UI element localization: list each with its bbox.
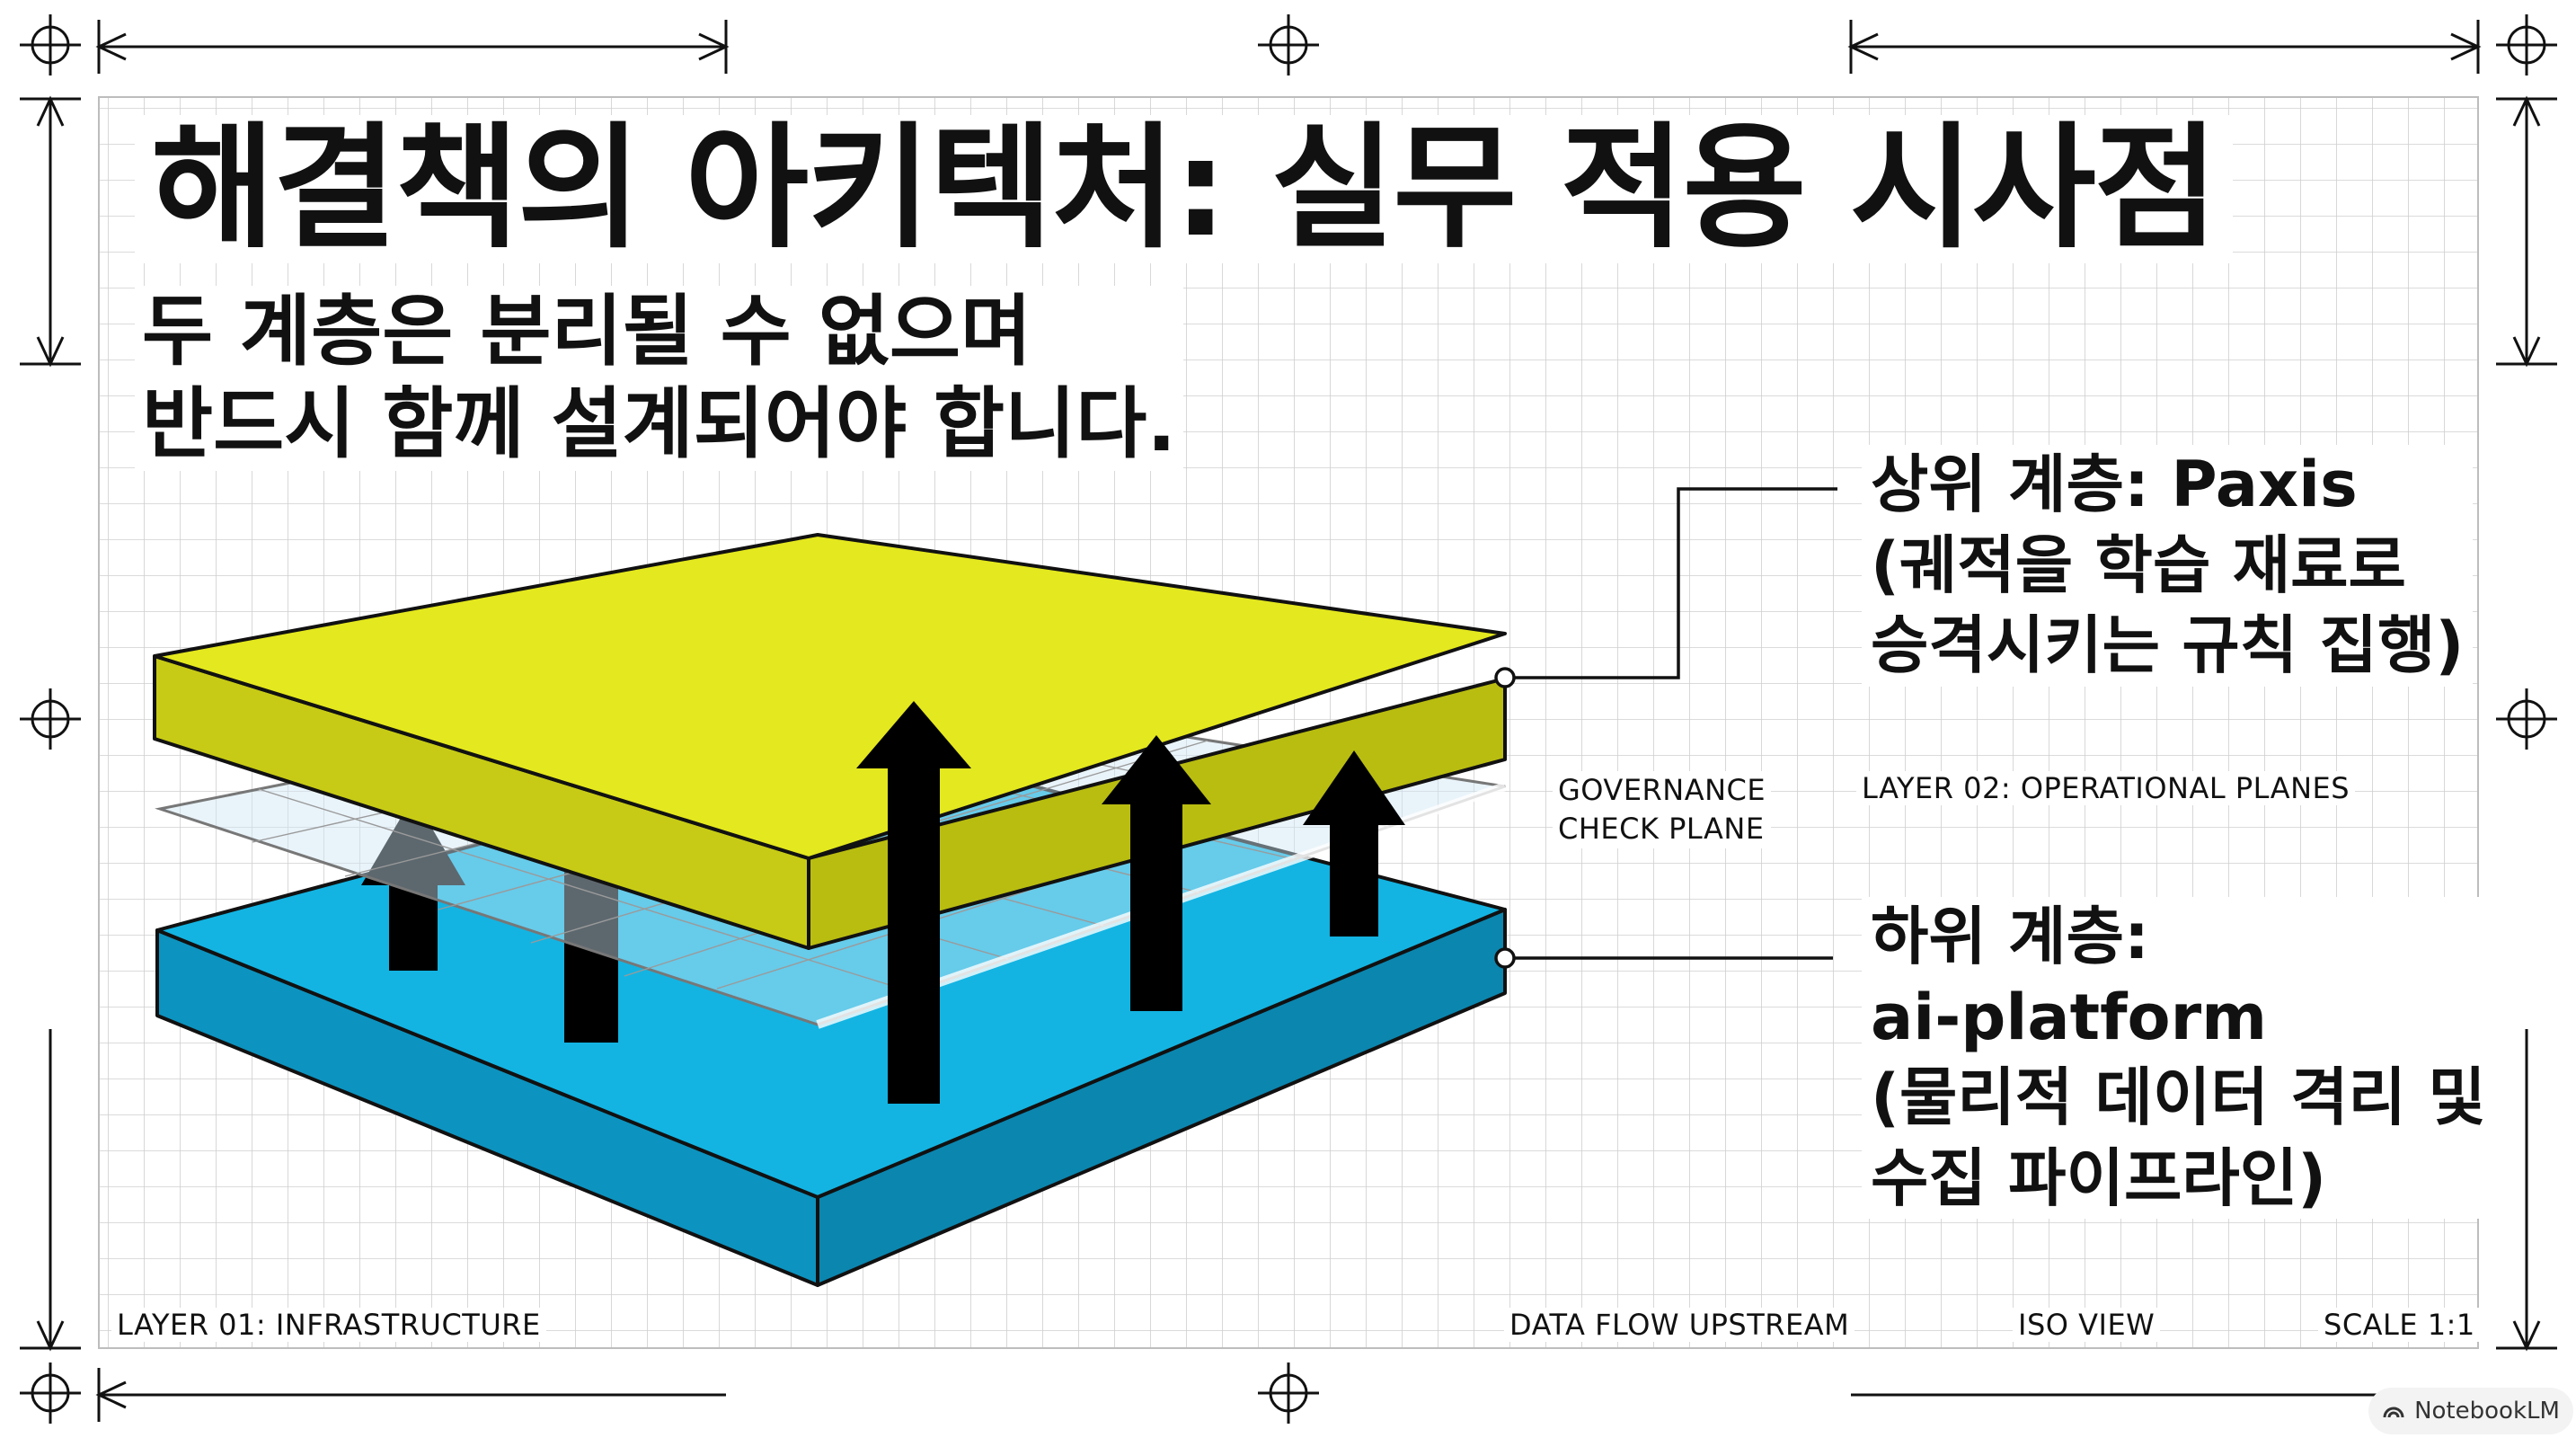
lower-layer-heading: ai-platform — [1871, 980, 2268, 1054]
layer02-label: LAYER 02: OPERATIONAL PLANES — [1856, 771, 2356, 805]
upper-layer-callout: 상위 계층: Paxis (궤적을 학습 재료로 승격시키는 규칙 집행) — [1862, 445, 2474, 687]
dimension-lines — [20, 20, 2557, 1422]
watermark-text: NotebookLM — [2414, 1398, 2560, 1425]
callout-dot-lower — [1494, 947, 1516, 969]
registration-mark-icon — [18, 687, 83, 751]
upper-layer-desc: (궤적을 학습 재료로 — [1871, 528, 2406, 602]
lower-layer-desc: (물리적 데이터 격리 및 — [1871, 1061, 2486, 1135]
subtitle-line: 두 계층은 분리될 수 없으며 — [142, 287, 1032, 377]
registration-mark-icon — [1256, 13, 1321, 77]
registration-mark-icon — [2494, 687, 2559, 751]
callout-dot-upper — [1494, 667, 1516, 688]
upper-layer-heading: 상위 계층: Paxis — [1871, 448, 2358, 521]
callout-lines — [1505, 487, 1837, 960]
footer-view: ISO VIEW — [2013, 1308, 2161, 1342]
footer-flow: DATA FLOW UPSTREAM — [1504, 1308, 1855, 1342]
lower-layer-desc: 수집 파이프라인) — [1871, 1141, 2327, 1215]
lower-layer-heading: 하위 계층: — [1871, 900, 2149, 973]
lower-layer-callout: 하위 계층: ai-platform (물리적 데이터 격리 및 수집 파이프라… — [1862, 897, 2495, 1220]
footer-layer01: LAYER 01: INFRASTRUCTURE — [111, 1308, 546, 1342]
upper-layer-desc: 승격시키는 규칙 집행) — [1871, 608, 2465, 683]
arrow-up-icon — [856, 701, 971, 1104]
registration-mark-icon — [1256, 1361, 1321, 1425]
arrow-up-icon — [1303, 750, 1405, 936]
arrow-up-icon — [1102, 735, 1211, 1011]
governance-label-line: GOVERNANCE — [1558, 773, 1766, 807]
subtitle-line: 반드시 함께 설계되어야 합니다. — [142, 379, 1177, 470]
registration-mark-icon — [18, 1361, 83, 1425]
footer-scale: SCALE 1:1 — [2318, 1308, 2481, 1342]
arrow-up-icon — [361, 796, 465, 971]
registration-mark-icon — [18, 13, 83, 77]
page-title: 해결책의 아키텍처: 실무 적용 시사점 — [135, 115, 2233, 263]
governance-label: GOVERNANCE CHECK PLANE — [1553, 771, 1772, 849]
notebooklm-watermark: NotebookLM — [2368, 1388, 2573, 1434]
data-flow-arrows-front — [856, 701, 1405, 1104]
page-subtitle: 두 계층은 분리될 수 없으며 반드시 함께 설계되어야 합니다. — [135, 286, 1184, 472]
registration-mark-icon — [2494, 13, 2559, 77]
governance-label-line: CHECK PLANE — [1558, 812, 1765, 847]
notebooklm-logo-icon — [2383, 1407, 2404, 1418]
